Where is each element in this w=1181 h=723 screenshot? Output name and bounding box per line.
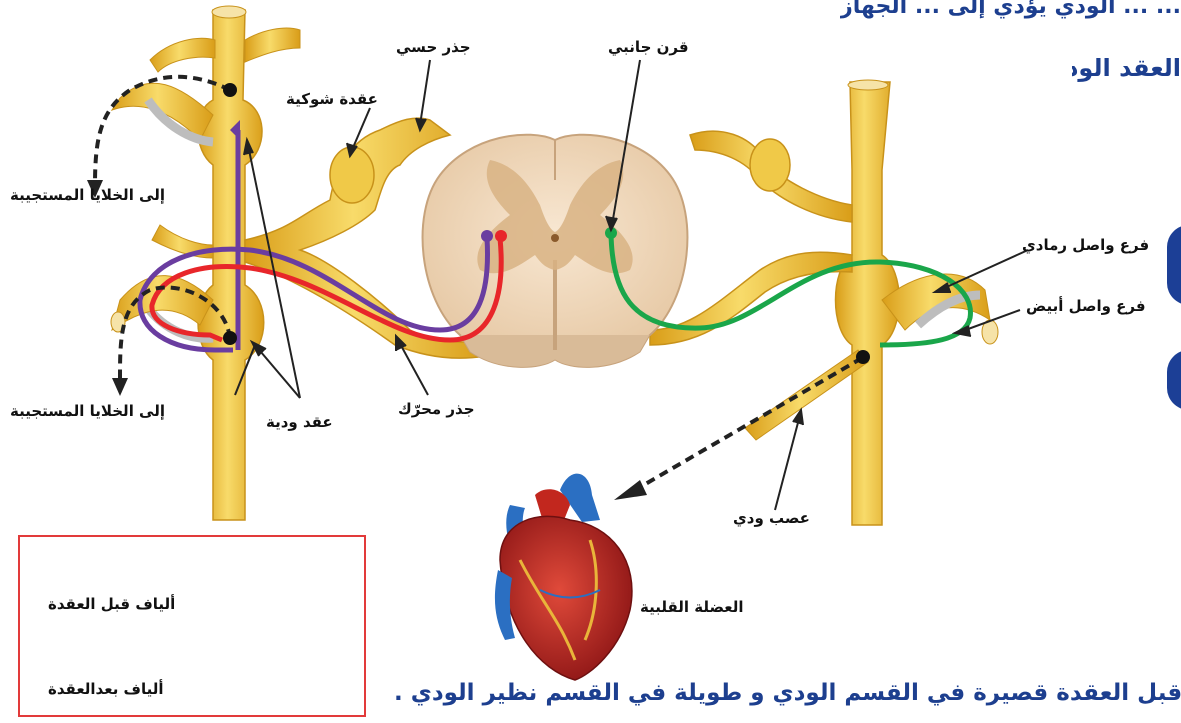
label-cardiac-muscle: العضلة القلبية bbox=[640, 598, 744, 616]
label-effector-cells-top: إلى الخلايا المستجيبة bbox=[10, 186, 165, 204]
label-lateral-horn: قرن جانبي bbox=[608, 38, 689, 56]
banner-top-line-2: العقد الودية . bbox=[1072, 54, 1181, 82]
red-fiber-origin bbox=[495, 230, 507, 242]
label-white-ramus: فرع واصل أبيض bbox=[1026, 297, 1146, 315]
side-tab-top bbox=[1167, 225, 1181, 305]
label-gray-ramus: فرع واصل رمادي bbox=[1022, 236, 1149, 254]
legend-label-postganglionic: ألياف بعدالعقدة bbox=[48, 680, 164, 698]
label-sympathetic-nerve: عصب ودي bbox=[733, 509, 810, 527]
spinal-cord-section bbox=[423, 135, 688, 368]
label-effector-cells-bottom: إلى الخلايا المستجيبة bbox=[10, 402, 165, 420]
banner-bottom-text: الألياف من قبل العقدة قصيرة في القسم الو… bbox=[394, 680, 1181, 706]
legend-label-preganglionic: ألياف قبل العقدة bbox=[48, 595, 175, 613]
label-sensory-root: جذر حسي bbox=[396, 38, 471, 56]
banner-top-line-1: ... ... الودي يؤدي إلى ... الجهاز الودي … bbox=[840, 0, 1181, 24]
label-motor-root: جذر محرّك bbox=[398, 400, 475, 418]
purple-fiber-origin bbox=[481, 230, 493, 242]
label-spinal-ganglion: عقدة شوكية bbox=[286, 90, 378, 108]
heart-illustration bbox=[495, 474, 632, 680]
banner-bottom: الألياف من قبل العقدة قصيرة في القسم الو… bbox=[394, 680, 1181, 706]
label-sympathetic-ganglia: عقد ودية bbox=[266, 413, 333, 431]
